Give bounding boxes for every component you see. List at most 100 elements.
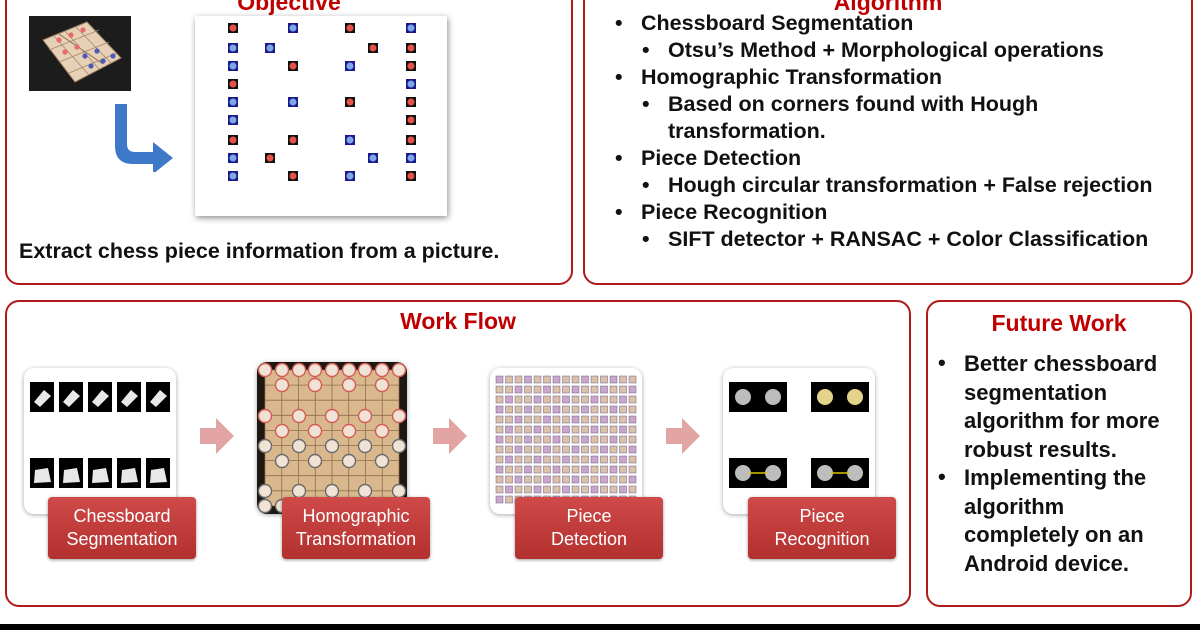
segmentation-tile [146, 458, 170, 488]
segmentation-image [24, 368, 176, 514]
detection-cell [581, 375, 589, 384]
detection-cell [581, 415, 589, 424]
detection-cell [562, 485, 570, 494]
piece-marker [345, 171, 355, 181]
recognition-pair [729, 458, 787, 488]
future-item-line: Better chessboard [964, 351, 1158, 376]
detection-cell [543, 445, 551, 454]
detection-cell [619, 435, 627, 444]
detection-cell [590, 405, 599, 414]
detection-cell [514, 395, 523, 404]
board-piece [274, 453, 290, 469]
detection-cell [543, 405, 551, 414]
detection-cell [505, 485, 513, 494]
detection-cell [514, 475, 523, 484]
detection-cell [524, 415, 532, 424]
detection-cell [505, 405, 513, 414]
board-piece [341, 362, 357, 378]
piece-marker [406, 115, 416, 125]
algorithm-item-text: Homographic Transformation [641, 65, 943, 89]
detection-cell [562, 425, 570, 434]
objective-caption: Extract chess piece information from a p… [19, 239, 500, 263]
detection-cell [505, 435, 513, 444]
segmentation-tile [88, 382, 112, 412]
detection-cell [562, 475, 570, 484]
detection-cell [571, 415, 580, 424]
piece-marker [406, 153, 416, 163]
bullet-icon: • [938, 350, 946, 375]
detection-cell [524, 465, 532, 474]
piece-marker [228, 171, 238, 181]
algorithm-item-text: Piece Detection [641, 146, 802, 170]
future-item: • Implementing the algorithm completely … [938, 464, 1188, 584]
step-label-line: Detection [550, 529, 628, 549]
detection-cell [495, 395, 504, 404]
step-arrow-icon [200, 418, 234, 454]
detection-cell [600, 475, 608, 484]
board-piece [374, 453, 390, 469]
detection-cell [514, 385, 523, 394]
detection-cell [600, 455, 608, 464]
detection-cell [552, 485, 561, 494]
piece-marker [288, 97, 298, 107]
detection-cell [533, 375, 542, 384]
detection-cell [581, 405, 589, 414]
detection-cell [552, 375, 561, 384]
detection-cell [628, 425, 637, 434]
piece-marker [228, 153, 238, 163]
workflow-panel: Work Flow Chessboard Segmentation Homogr… [5, 300, 911, 607]
algorithm-item-text: Otsu’s Method + Morphological operations [668, 38, 1104, 62]
detection-cell [495, 495, 504, 504]
detection-cell [590, 445, 599, 454]
detection-cell [600, 385, 608, 394]
detection-cell [609, 485, 618, 494]
board-piece [374, 423, 390, 439]
detection-cell [571, 465, 580, 474]
recognition-pair [729, 382, 787, 412]
detection-cell [505, 375, 513, 384]
step-arrow-icon [433, 418, 467, 454]
algorithm-item-text: SIFT detector + RANSAC + Color Classific… [668, 227, 1149, 251]
algorithm-item-text: Based on corners found with Hough [668, 92, 1039, 116]
bullet-icon: • [615, 146, 623, 170]
detection-cell [609, 435, 618, 444]
detection-cell [533, 405, 542, 414]
detection-cell [628, 455, 637, 464]
detection-cell [581, 445, 589, 454]
algorithm-panel: Algorithm •Chessboard Segmentation•Otsu’… [583, 0, 1193, 285]
detection-cell [552, 455, 561, 464]
algorithm-item-text: transformation. [668, 119, 826, 143]
detection-cell [533, 425, 542, 434]
detection-cell [628, 485, 637, 494]
detection-cell [581, 455, 589, 464]
recognition-pair [811, 382, 869, 412]
detection-cell [628, 395, 637, 404]
bullet-icon: • [615, 11, 623, 35]
detection-cell [581, 465, 589, 474]
detection-cell [562, 375, 570, 384]
segmentation-tile [146, 382, 170, 412]
future-work-panel: Future Work • Better chessboard segmenta… [926, 300, 1192, 607]
piece-marker [406, 171, 416, 181]
detection-cell [619, 415, 627, 424]
board-piece [391, 483, 407, 499]
step-label-homography: Homographic Transformation [282, 497, 430, 559]
future-item-line: algorithm for more [964, 408, 1160, 434]
detection-cell [571, 385, 580, 394]
detection-cell [571, 445, 580, 454]
detection-cell [524, 375, 532, 384]
detection-cell [514, 465, 523, 474]
piece-marker [228, 97, 238, 107]
board-piece [357, 438, 373, 454]
detection-cell [600, 435, 608, 444]
detection-cell [571, 425, 580, 434]
detection-cell [552, 425, 561, 434]
detection-cell [628, 445, 637, 454]
segmentation-tile [59, 458, 83, 488]
detection-cell [533, 445, 542, 454]
bullet-icon: • [642, 38, 650, 62]
detection-cell [590, 415, 599, 424]
board-piece [307, 377, 323, 393]
bullet-icon: • [938, 464, 946, 489]
board-piece [307, 362, 323, 378]
